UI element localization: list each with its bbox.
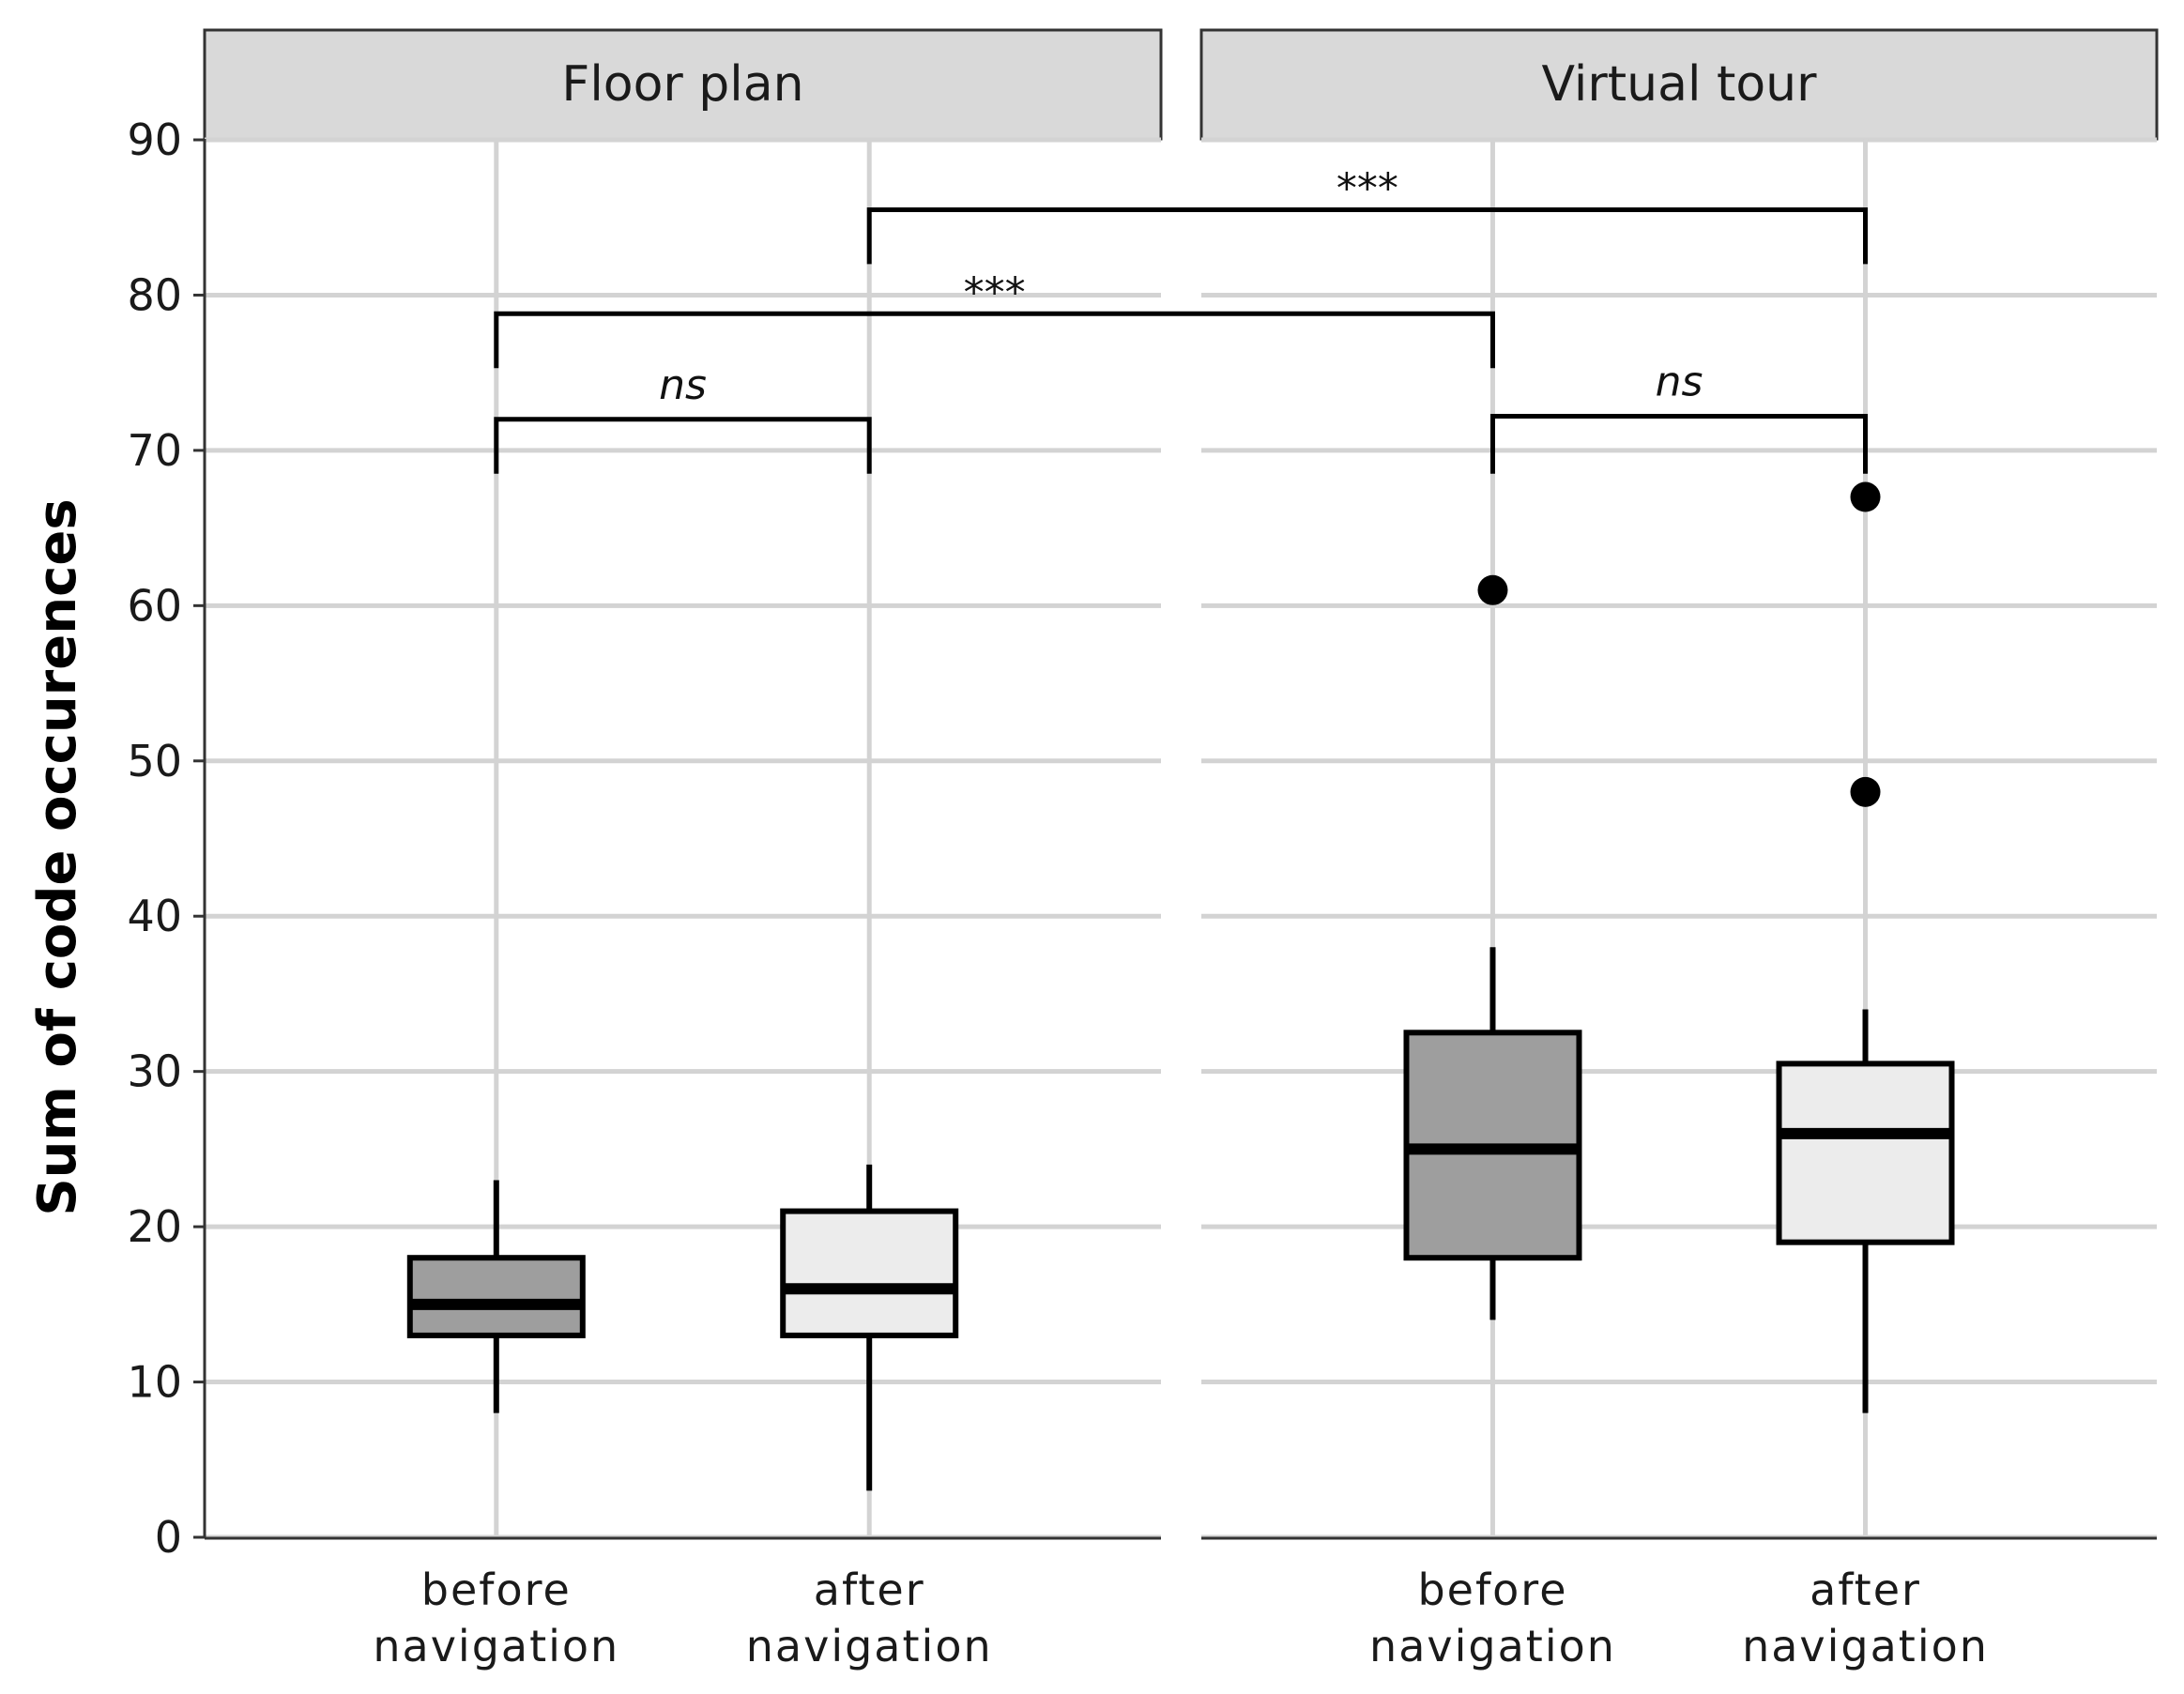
x-tick-label: navigation xyxy=(373,1621,619,1671)
y-axis-title: Sum of code occurences xyxy=(27,498,88,1215)
box-before xyxy=(406,1180,586,1413)
y-tick-label: 30 xyxy=(127,1046,182,1097)
panel-strip xyxy=(203,28,1163,141)
panel-title: Floor plan xyxy=(561,56,803,113)
x-tick-label: navigation xyxy=(1742,1621,1989,1671)
significance-label: *** xyxy=(1336,164,1398,212)
x-tick-label: navigation xyxy=(746,1621,993,1671)
y-tick-label: 40 xyxy=(127,891,182,941)
y-tick-label: 70 xyxy=(127,425,182,476)
x-tick-label: before xyxy=(1417,1564,1567,1615)
box-iqr xyxy=(406,1255,586,1338)
bracket-line xyxy=(494,417,872,474)
box-iqr xyxy=(1776,1061,1955,1245)
significance-bracket: ns xyxy=(1489,358,1869,474)
bracket-line xyxy=(494,311,1495,369)
x-tick-label: navigation xyxy=(1369,1621,1616,1671)
significance-label: ns xyxy=(659,361,707,409)
y-tick-label: 0 xyxy=(155,1512,182,1563)
significance-bracket: ns xyxy=(494,361,872,474)
y-tick-label: 50 xyxy=(127,736,182,786)
bracket-line xyxy=(866,206,1869,265)
significance-bracket: *** xyxy=(866,164,1869,265)
box-after xyxy=(1776,481,1955,1413)
significance-label: *** xyxy=(964,268,1026,316)
panel-strip xyxy=(1199,28,2159,141)
box-after xyxy=(780,1164,959,1491)
x-tick-label: before xyxy=(421,1564,572,1615)
y-tick-label: 80 xyxy=(127,269,182,320)
y-tick-label: 60 xyxy=(127,580,182,631)
box-before xyxy=(1403,574,1582,1320)
outlier-point xyxy=(1850,481,1881,512)
outlier-point xyxy=(1850,776,1881,807)
x-tick-label: after xyxy=(814,1564,925,1615)
box-iqr xyxy=(780,1208,959,1338)
significance-bracket: *** xyxy=(494,268,1495,369)
significance-label: ns xyxy=(1656,358,1703,405)
panel-title: Virtual tour xyxy=(1542,56,1818,113)
panel-2: Virtual tour before navigation after navigat… xyxy=(1199,28,2159,1671)
x-tick-label: after xyxy=(1810,1564,1921,1615)
y-tick-label: 10 xyxy=(127,1357,182,1408)
outlier-point xyxy=(1477,574,1508,605)
bracket-line xyxy=(1489,413,1869,474)
y-tick-label: 20 xyxy=(127,1201,182,1252)
y-tick-label: 90 xyxy=(127,114,182,165)
panel-1: Floor plan before navigation after navigatio… xyxy=(203,28,1163,1671)
